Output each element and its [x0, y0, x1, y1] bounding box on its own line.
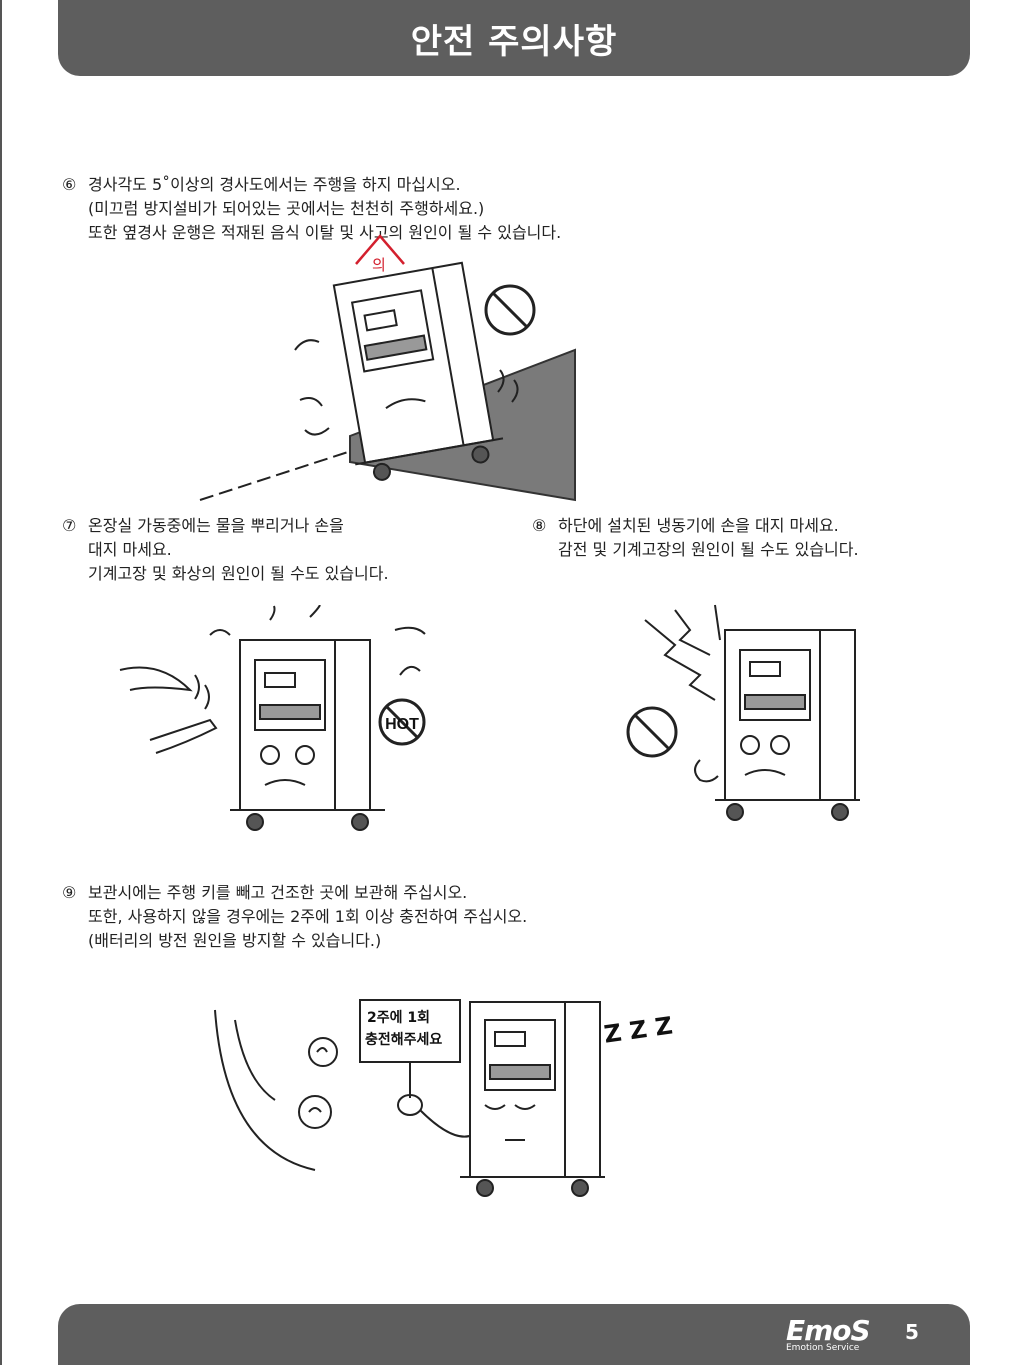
item-8: ⑧ 하단에 설치된 냉동기에 손을 대지 마세요. 감전 및 기계고장의 원인이 … [532, 514, 859, 562]
sign-line-1: 2주에 1회 [367, 1010, 430, 1026]
page-header: 안전 주의사항 [58, 0, 970, 76]
page-edge [0, 0, 2, 1365]
sleep-zzz-text: Z Z Z [602, 1011, 674, 1048]
page-number: 5 [905, 1320, 919, 1344]
emos-logo-subtitle: Emotion Service [786, 1343, 860, 1353]
emos-logo: EmoS [786, 1314, 871, 1347]
item-9-number: ⑨ [62, 883, 77, 902]
item-6-number: ⑥ [62, 175, 77, 194]
item-9-line-1: 보관시에는 주행 키를 빼고 건조한 곳에 보관해 주십시오. [88, 883, 468, 902]
item-7-line-3: 기계고장 및 화상의 원인이 될 수도 있습니다. [88, 564, 389, 583]
item-9-line-2: 또한, 사용하지 않을 경우에는 2주에 1회 이상 충전하여 주십시오. [88, 907, 528, 926]
item-9-line-3: (배터리의 방전 원인을 방지할 수 있습니다.) [88, 931, 382, 950]
item-6: ⑥ 경사각도 5˚이상의 경사도에서는 주행을 하지 마십시오. (미끄럼 방지설… [62, 173, 561, 245]
correction-caret-icon [355, 234, 405, 265]
item-7-line-2: 대지 마세요. [88, 540, 172, 559]
item-7: ⑦ 온장실 가동중에는 물을 뿌리거나 손을 대지 마세요. 기계고장 및 화상의… [62, 514, 389, 586]
item-8-line-1: 하단에 설치된 냉동기에 손을 대지 마세요. [558, 516, 839, 535]
item-9: ⑨ 보관시에는 주행 키를 빼고 건조한 곳에 보관해 주십시오. 또한, 사용하… [62, 881, 527, 953]
item-6-line-1: 경사각도 5˚이상의 경사도에서는 주행을 하지 마십시오. [88, 175, 461, 194]
sign-line-2: 충전해주세요 [365, 1031, 442, 1048]
page-title: 안전 주의사항 [410, 21, 618, 62]
page-footer [58, 1304, 970, 1365]
storage-cart-illustration: 2주에 1회 충전해주세요 Z Z Z [214, 999, 674, 1197]
shock-cart-illustration [626, 604, 860, 821]
item-8-number: ⑧ [532, 516, 547, 535]
item-7-number: ⑦ [62, 516, 77, 535]
hot-sign-text: HOT [385, 716, 419, 733]
hot-cart-illustration: HOT [119, 605, 426, 831]
item-6-line-3: 또한 옆경사 운행은 적재된 음식 이탈 및 사고의 원인이 될 수 있습니다. [88, 223, 562, 242]
correction-text: 의 [372, 256, 386, 274]
slope-cart-illustration [199, 261, 576, 502]
item-7-line-1: 온장실 가동중에는 물을 뿌리거나 손을 [88, 516, 344, 535]
item-8-line-2: 감전 및 기계고장의 원인이 될 수도 있습니다. [558, 540, 859, 559]
item-6-line-2: (미끄럼 방지설비가 되어있는 곳에서는 천천히 주행하세요.) [88, 199, 485, 218]
